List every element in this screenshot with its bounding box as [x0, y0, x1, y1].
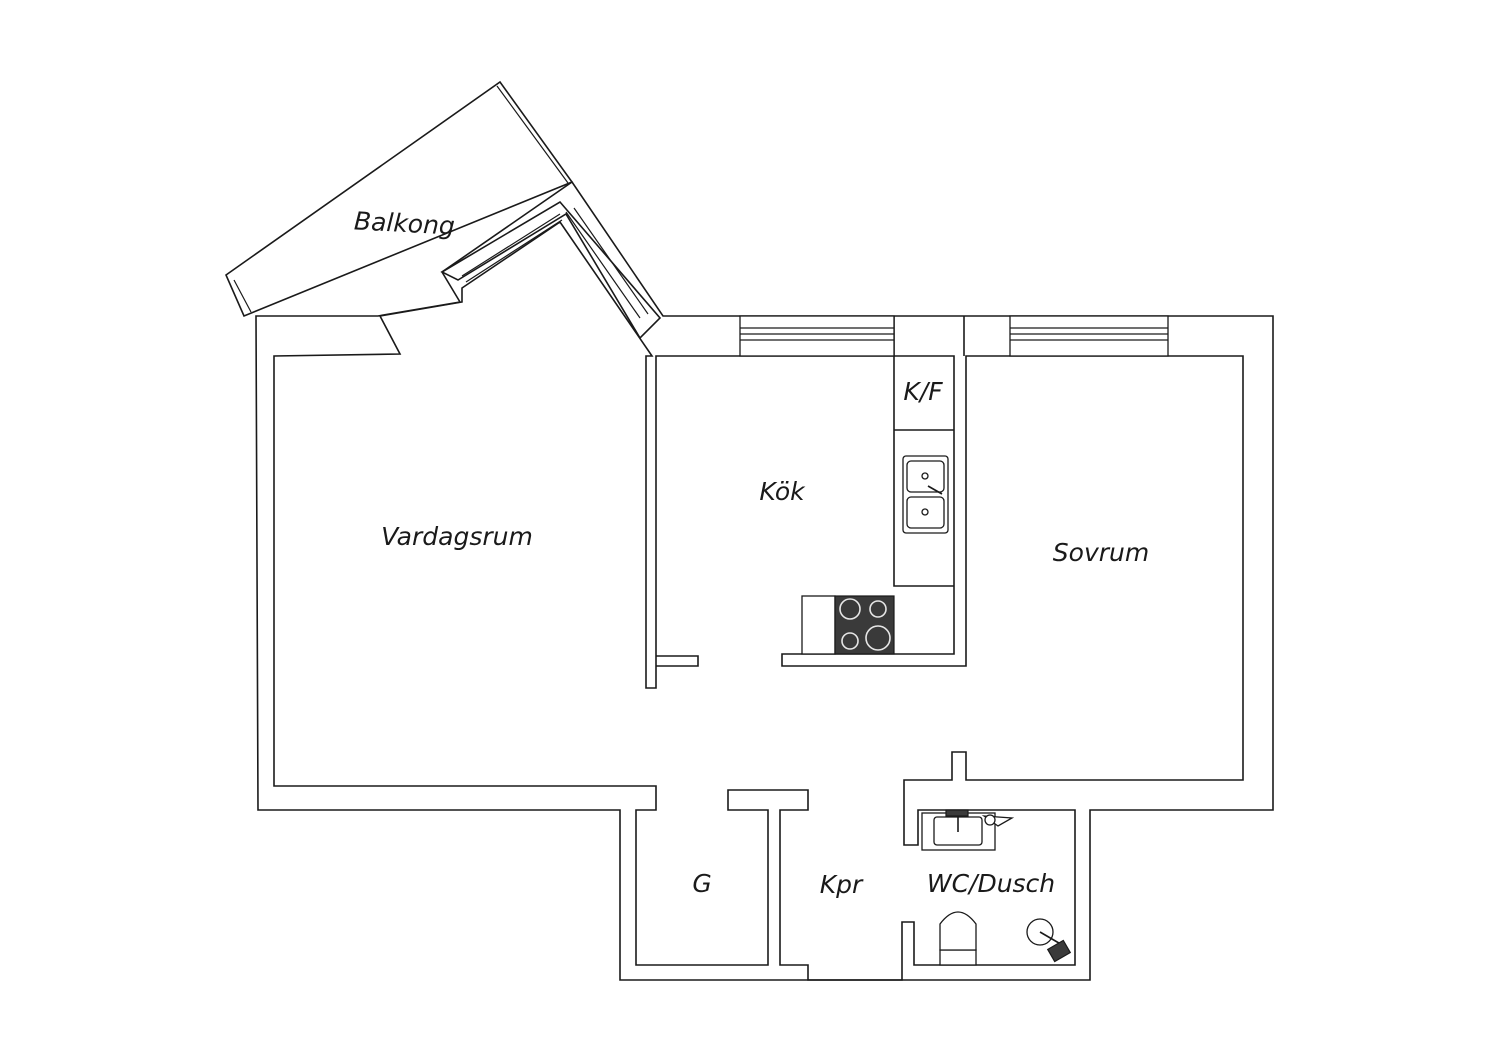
- room-label-balkong: Balkong: [353, 206, 455, 240]
- toilet: [939, 911, 977, 966]
- stove: [801, 595, 895, 655]
- interior-walls: [656, 316, 965, 667]
- room-label-kpr: Kpr: [820, 870, 864, 899]
- exterior-wall-outer: [255, 180, 1274, 981]
- bathroom-sink: [921, 809, 1015, 851]
- balcony: [225, 80, 574, 318]
- room-label-sovrum: Sovrum: [1053, 538, 1149, 567]
- room-label-g: G: [692, 869, 711, 898]
- window-bedroom: [1009, 315, 1169, 357]
- room-label-vardagsrum: Vardagsrum: [381, 522, 533, 551]
- room-label-kok: Kök: [759, 477, 806, 506]
- room-label-kf: K/F: [903, 377, 943, 406]
- kitchen-sink: [902, 455, 949, 534]
- shower: [1026, 918, 1072, 963]
- balcony-door: [440, 200, 662, 340]
- window-kitchen: [739, 315, 895, 357]
- exterior-wall-inner: [273, 220, 1244, 981]
- room-label-wc-dusch: WC/Dusch: [927, 869, 1055, 898]
